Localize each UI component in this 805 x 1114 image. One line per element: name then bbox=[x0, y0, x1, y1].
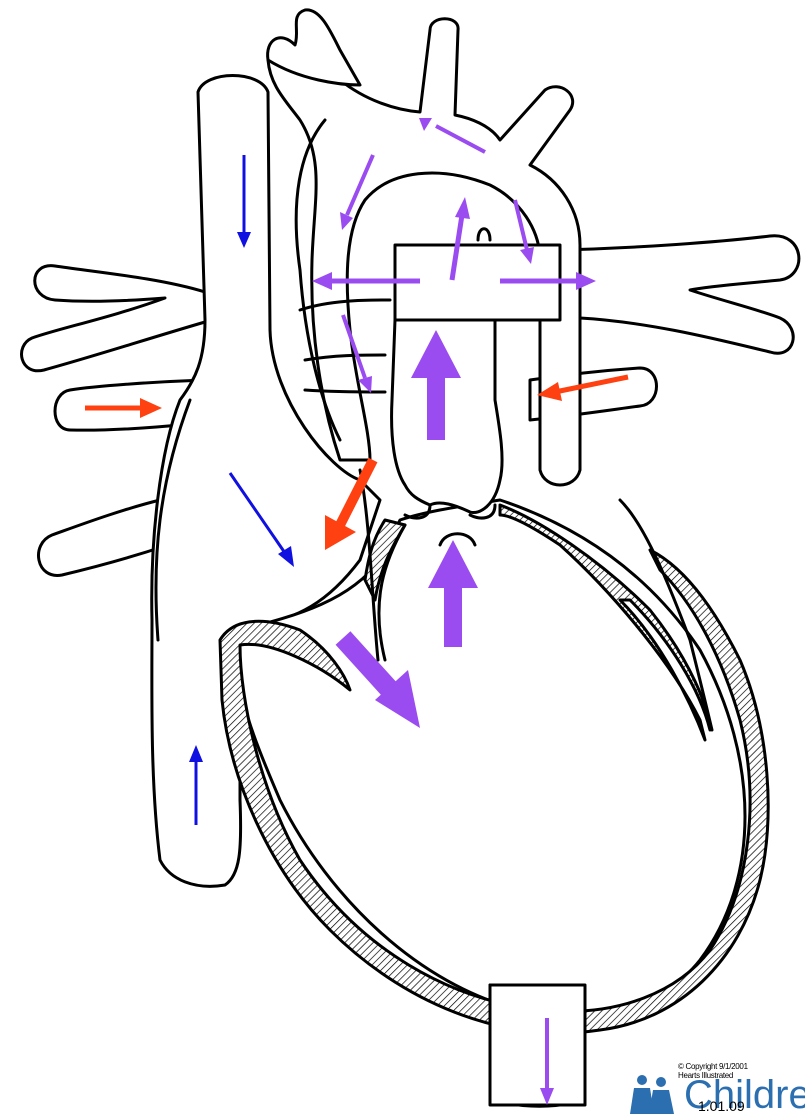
copyright-text: © Copyright 9/1/2001 bbox=[678, 1062, 748, 1071]
left-pulmonary-veins bbox=[560, 236, 799, 354]
trunk-flow-shaft bbox=[427, 375, 445, 440]
pulmonary-trunk bbox=[392, 320, 503, 513]
ventricle-up-flow-shaft bbox=[444, 585, 462, 647]
two-children-figures-icon bbox=[628, 1074, 676, 1114]
ascending-flow-head bbox=[455, 197, 470, 219]
right-upper-pulmonary-vein bbox=[22, 266, 205, 371]
right-inferior-pulmonary-vein bbox=[39, 500, 165, 575]
arch-inner-curve-2 bbox=[478, 229, 490, 240]
childrens-logo: © Copyright 9/1/2001 Hearts Illustrated … bbox=[628, 1060, 805, 1114]
diagram-code: 1.01.09 bbox=[698, 1098, 745, 1114]
